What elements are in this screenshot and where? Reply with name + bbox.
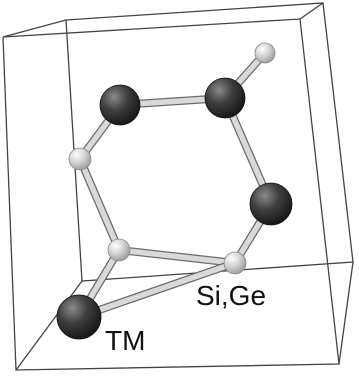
si-ge-atom [223,251,247,275]
si-ge-label: Si,Ge [196,280,267,311]
cell-back-face [65,2,354,282]
si-ge-atom [68,147,92,171]
atoms [56,42,293,340]
cell-edge [2,19,67,38]
tm-label: TM [105,325,146,356]
tm-atom [56,294,102,340]
si-ge-atom [107,238,131,262]
cell-edge [15,280,83,371]
tm-atom [99,84,141,126]
cell-edge [299,2,324,20]
bond [77,156,122,253]
cell-edge [338,261,354,365]
tm-atom [204,77,246,119]
unit-cell-box [2,2,354,371]
si-ge-atom [254,42,276,64]
bond [76,260,238,320]
bond [116,247,238,266]
tm-atom [249,182,293,226]
